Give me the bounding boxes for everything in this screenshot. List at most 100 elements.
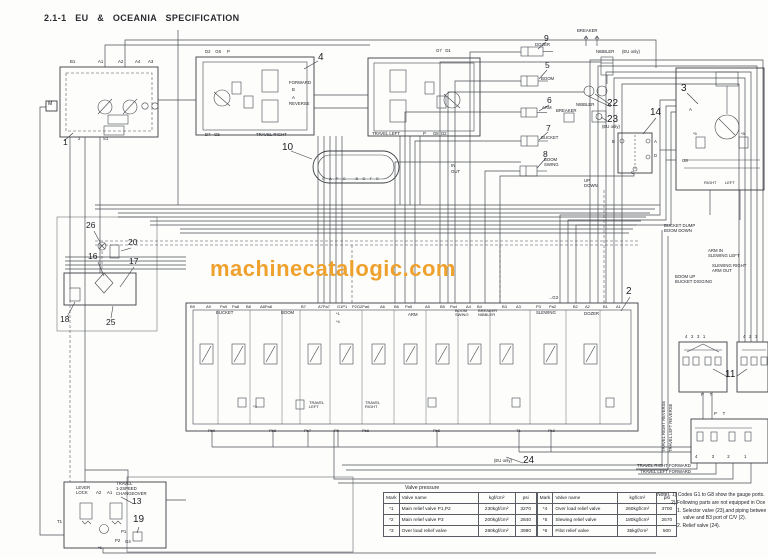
callout-10-swivel: 10 [282, 142, 294, 153]
cv-section-breaker-nibbler: BREAKER NIBBLER [478, 308, 498, 318]
callout-25: 25 [106, 317, 116, 327]
boom-down-label: BOOM DOWN [664, 228, 692, 233]
footnotes: Note). 1) Codes G1 to G8 show the gauge … [657, 492, 768, 531]
cv-port: P3 [536, 304, 541, 309]
callout-4-travel: 4 [318, 52, 324, 63]
boom-cylinder-label: BOOM [541, 76, 555, 81]
wire-network-dashed [65, 72, 640, 482]
wire-network [39, 30, 764, 554]
slewing-right-label: SLEWING RIGHT [712, 263, 747, 268]
cv-port: P2G2Pa6 [352, 304, 370, 309]
note-line: Note). 1) Codes G1 to G8 show the gauge … [657, 492, 765, 498]
travel-right-reverse-label: TRAVEL RIGHT REVERSE [661, 400, 666, 452]
table-header-row: Mark Valve name kgf/cm² psi [383, 492, 537, 504]
callout-13: 13 [132, 496, 142, 506]
forward-label: FORWARD [289, 80, 311, 85]
page-title: 2.1-1 EU & OCEANIA SPECIFICATION [44, 13, 240, 23]
callout-1-pump: 1 [63, 137, 68, 147]
travel-left-reverse-label: TRAVEL LEFT REVERSE [668, 403, 673, 452]
two-speed-label-2: 1-2SPEED [116, 486, 137, 491]
lever-port-p2: P2 [115, 538, 121, 543]
cv-port: Pa5 [405, 304, 413, 309]
note-line: 2. Relief valve (24). [677, 523, 721, 529]
note-line: valve and B3 port of C/V (2). [683, 515, 747, 522]
arm-cylinder-label: ARM [542, 105, 552, 110]
table-title: Valve pressure [405, 485, 440, 491]
cv-bottom-port: P9 [334, 428, 339, 433]
travel-left-bottom-ports: P G8 D2 [423, 131, 447, 136]
cv-bottom-port: Pb2 [548, 428, 556, 433]
pump-port-2: 2 [78, 136, 81, 141]
lever-port-p1: P1 [121, 529, 127, 534]
two-speed-label-1: TRAVEL [116, 481, 133, 486]
pump-port-a3: A3 [148, 59, 154, 64]
cv-mark-3: *3 [253, 404, 257, 409]
lever-port-a2: A2 [96, 490, 102, 495]
dozer-cylinder-label: DOZER [535, 42, 551, 47]
motor-label: M [48, 101, 53, 107]
callout-8-boom-swing: 8 [543, 149, 548, 159]
travel-rcv-ports: 4 3 2 1 [695, 454, 747, 459]
lever-port-g4: G4 [125, 539, 131, 544]
cv-port: B8 [246, 304, 251, 309]
gauge-g3-label: →G3 [548, 295, 559, 300]
cv-section-slewing: SLEWING [536, 310, 556, 315]
cv-port: Pa4 [450, 304, 458, 309]
travel-rcv-block [690, 418, 768, 464]
callout-3-slew-motor: 3 [681, 83, 687, 94]
travel-rcv-pt-ports: P T [714, 411, 726, 416]
boom-up-label: BOOM UP [675, 274, 696, 279]
lever-port-t1: T1 [57, 519, 63, 524]
cv-port: A6 [380, 304, 385, 309]
callout-11-rcv: 11 [725, 369, 736, 380]
cv-bottom-port: Pb6 [362, 428, 370, 433]
selector-port-c: C [631, 170, 635, 175]
swivel-joint [312, 150, 400, 184]
lever-lock-block [63, 481, 167, 549]
callout-9-dozer: 9 [544, 33, 549, 43]
component-details [56, 46, 768, 553]
slew-port-g8: G8 [682, 158, 688, 163]
cv-port: A5 [425, 304, 430, 309]
pump-port-a4: A4 [135, 59, 141, 64]
in-label: IN [451, 163, 456, 168]
cv-port: G1P1 [337, 304, 348, 309]
slew-left-label: LEFT [725, 180, 735, 185]
arm-in-label: ARM IN [708, 248, 724, 253]
up-label: UP [584, 178, 590, 183]
rcv-right-block [736, 341, 768, 393]
callout-26: 26 [86, 220, 96, 230]
cv-port: A3 [516, 304, 521, 309]
pump-port-a2: A2 [118, 59, 124, 64]
cv-section-dozer: DOZER [584, 311, 600, 316]
pilot-relief-mark-6: *6 [98, 545, 102, 550]
table-header-row: Mark Valve name kgf/cm² psi [536, 492, 678, 504]
slew-port-a: A [689, 107, 692, 112]
component-outlines [45, 56, 768, 549]
travel-right-forward-label: TRAVEL RIGHT FORWARD [637, 463, 691, 468]
travel-left-top-ports: G7 D1 [436, 48, 451, 53]
callout-5-boom: 5 [545, 60, 550, 70]
breaker-label-top: BREAKER [577, 28, 598, 33]
bucket-digging-label: BUCKET DIGGING [675, 279, 713, 284]
cv-section-travel-left: TRAVEL LEFT [309, 400, 325, 410]
selector-port-b: B [612, 139, 615, 144]
slew-right-label: RIGHT [704, 180, 717, 185]
rcv-right-ports: 4 2 3 [743, 334, 758, 339]
cv-port: Pa8 [232, 304, 240, 309]
slewing-left-label: SLEWING LEFT [708, 253, 740, 258]
callout-leader-lines [63, 41, 748, 534]
port-b-label: B [292, 87, 295, 92]
callout-16: 16 [88, 251, 98, 261]
callout-7-bucket: 7 [546, 123, 551, 133]
cv-mark-4: *4 [336, 319, 340, 324]
nibbler-label-top: NIBBLER [596, 49, 615, 54]
rcv-left-block [678, 341, 728, 393]
breaker-label-2: BREAKER [556, 108, 577, 113]
cv-port: B9 [190, 304, 195, 309]
